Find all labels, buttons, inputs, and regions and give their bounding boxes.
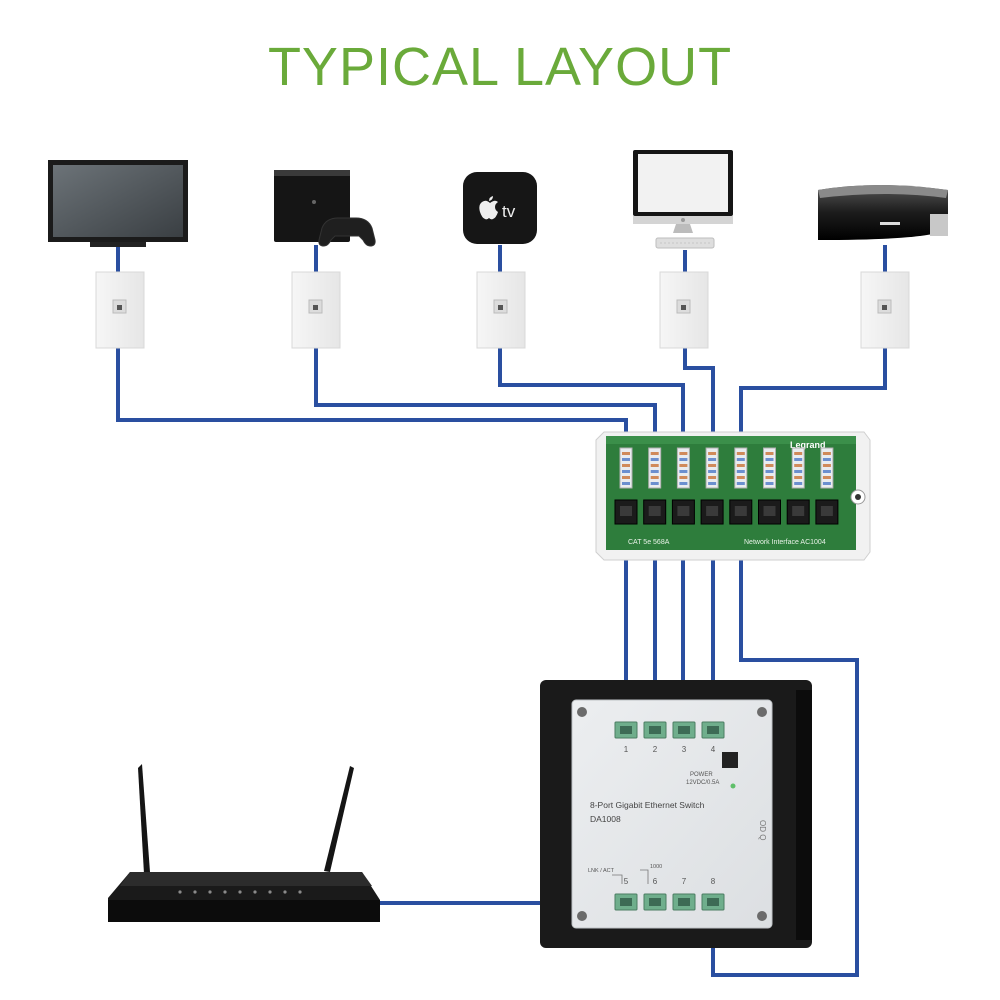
patch-panel-port-icon — [614, 499, 638, 525]
apple-tv-icon: tv — [463, 172, 537, 244]
switch-port-label: 2 — [653, 745, 658, 754]
cable-game-console — [314, 245, 657, 452]
patch-panel-brand: Legrand — [790, 440, 826, 450]
cable-panel-to-switch-8 — [711, 528, 859, 977]
patch-panel-port-icon — [700, 499, 724, 525]
cable-set-top-box — [739, 245, 887, 452]
switch-top-ports: 1 2 3 4 — [614, 721, 725, 754]
switch-model: DA1008 — [590, 814, 621, 824]
switch-port-label: 6 — [653, 877, 658, 886]
punch-down-blocks — [619, 447, 834, 489]
patch-panel-port-icon — [729, 499, 753, 525]
switch-port-label: 5 — [624, 877, 629, 886]
switch-port-icon — [643, 721, 667, 739]
switch-port-icon — [614, 721, 638, 739]
switch-port-icon — [672, 893, 696, 911]
patch-panel-left-label: CAT 5e 568A — [628, 539, 670, 546]
router-icon — [108, 764, 380, 922]
wall-plate-icon — [476, 271, 526, 349]
cable-apple-tv — [498, 245, 685, 452]
switch-port-icon — [672, 721, 696, 739]
switch-port-icon — [701, 893, 725, 911]
switch-port-icon — [643, 893, 667, 911]
switch-port-icon — [701, 721, 725, 739]
wall-plate-icon — [860, 271, 910, 349]
cable-desktop-computer — [683, 250, 715, 452]
wall-plate-icon — [95, 271, 145, 349]
gigabit-label: 1000 — [650, 864, 662, 870]
punch-down-block — [820, 447, 834, 489]
cable-tv — [116, 245, 628, 452]
switch-port-label: 4 — [711, 745, 716, 754]
patch-panel: Legrand CAT 5e 568A Network Interface AC… — [595, 431, 871, 561]
switch-port-label: 7 — [682, 877, 687, 886]
switch-port-icon — [614, 893, 638, 911]
patch-panel-right-label: Network Interface AC1004 — [744, 539, 826, 546]
punch-down-block — [734, 447, 748, 489]
power-jack-icon — [722, 752, 738, 768]
patch-panel-port-icon — [671, 499, 695, 525]
link-activity-label: LNK / ACT — [588, 868, 615, 874]
patch-panel-ports — [614, 499, 839, 525]
router-status-leds-icon — [178, 890, 302, 894]
patch-panel-port-icon — [758, 499, 781, 525]
switch-bottom-ports: 5 6 7 8 — [614, 877, 725, 911]
power-spec: 12VDC/0.5A — [686, 780, 719, 786]
wall-plate-icon — [291, 271, 341, 349]
power-led-icon — [730, 783, 736, 789]
punch-down-block — [619, 447, 633, 489]
wall-plates — [95, 271, 910, 349]
ethernet-switch: 1 2 3 4 5 6 7 8 POWER 12VDC/0.5A 8-Port Gigabi… — [540, 680, 812, 948]
patch-panel-port-icon — [786, 499, 810, 525]
patch-panel-port-icon — [643, 499, 667, 525]
punch-down-block — [763, 447, 776, 489]
switch-port-label: 8 — [711, 877, 716, 886]
punch-down-block — [791, 447, 805, 489]
power-label: POWER — [690, 772, 713, 778]
diagram-title: TYPICAL LAYOUT — [267, 37, 733, 97]
punch-down-block — [648, 447, 662, 489]
desktop-computer-icon — [633, 150, 733, 249]
punch-down-block — [676, 447, 690, 489]
switch-port-label: 3 — [682, 745, 687, 754]
patch-panel-port-icon — [815, 499, 839, 525]
wall-plate-icon — [659, 271, 709, 349]
switch-name: 8-Port Gigabit Ethernet Switch — [590, 800, 705, 810]
punch-down-block — [705, 447, 719, 489]
switch-port-label: 1 — [624, 745, 629, 754]
apple-tv-label: tv — [502, 202, 516, 221]
tv-icon — [48, 160, 188, 247]
switch-side-mark: OD Q — [758, 820, 767, 840]
set-top-box-icon — [818, 185, 948, 240]
game-console-icon — [274, 170, 376, 247]
